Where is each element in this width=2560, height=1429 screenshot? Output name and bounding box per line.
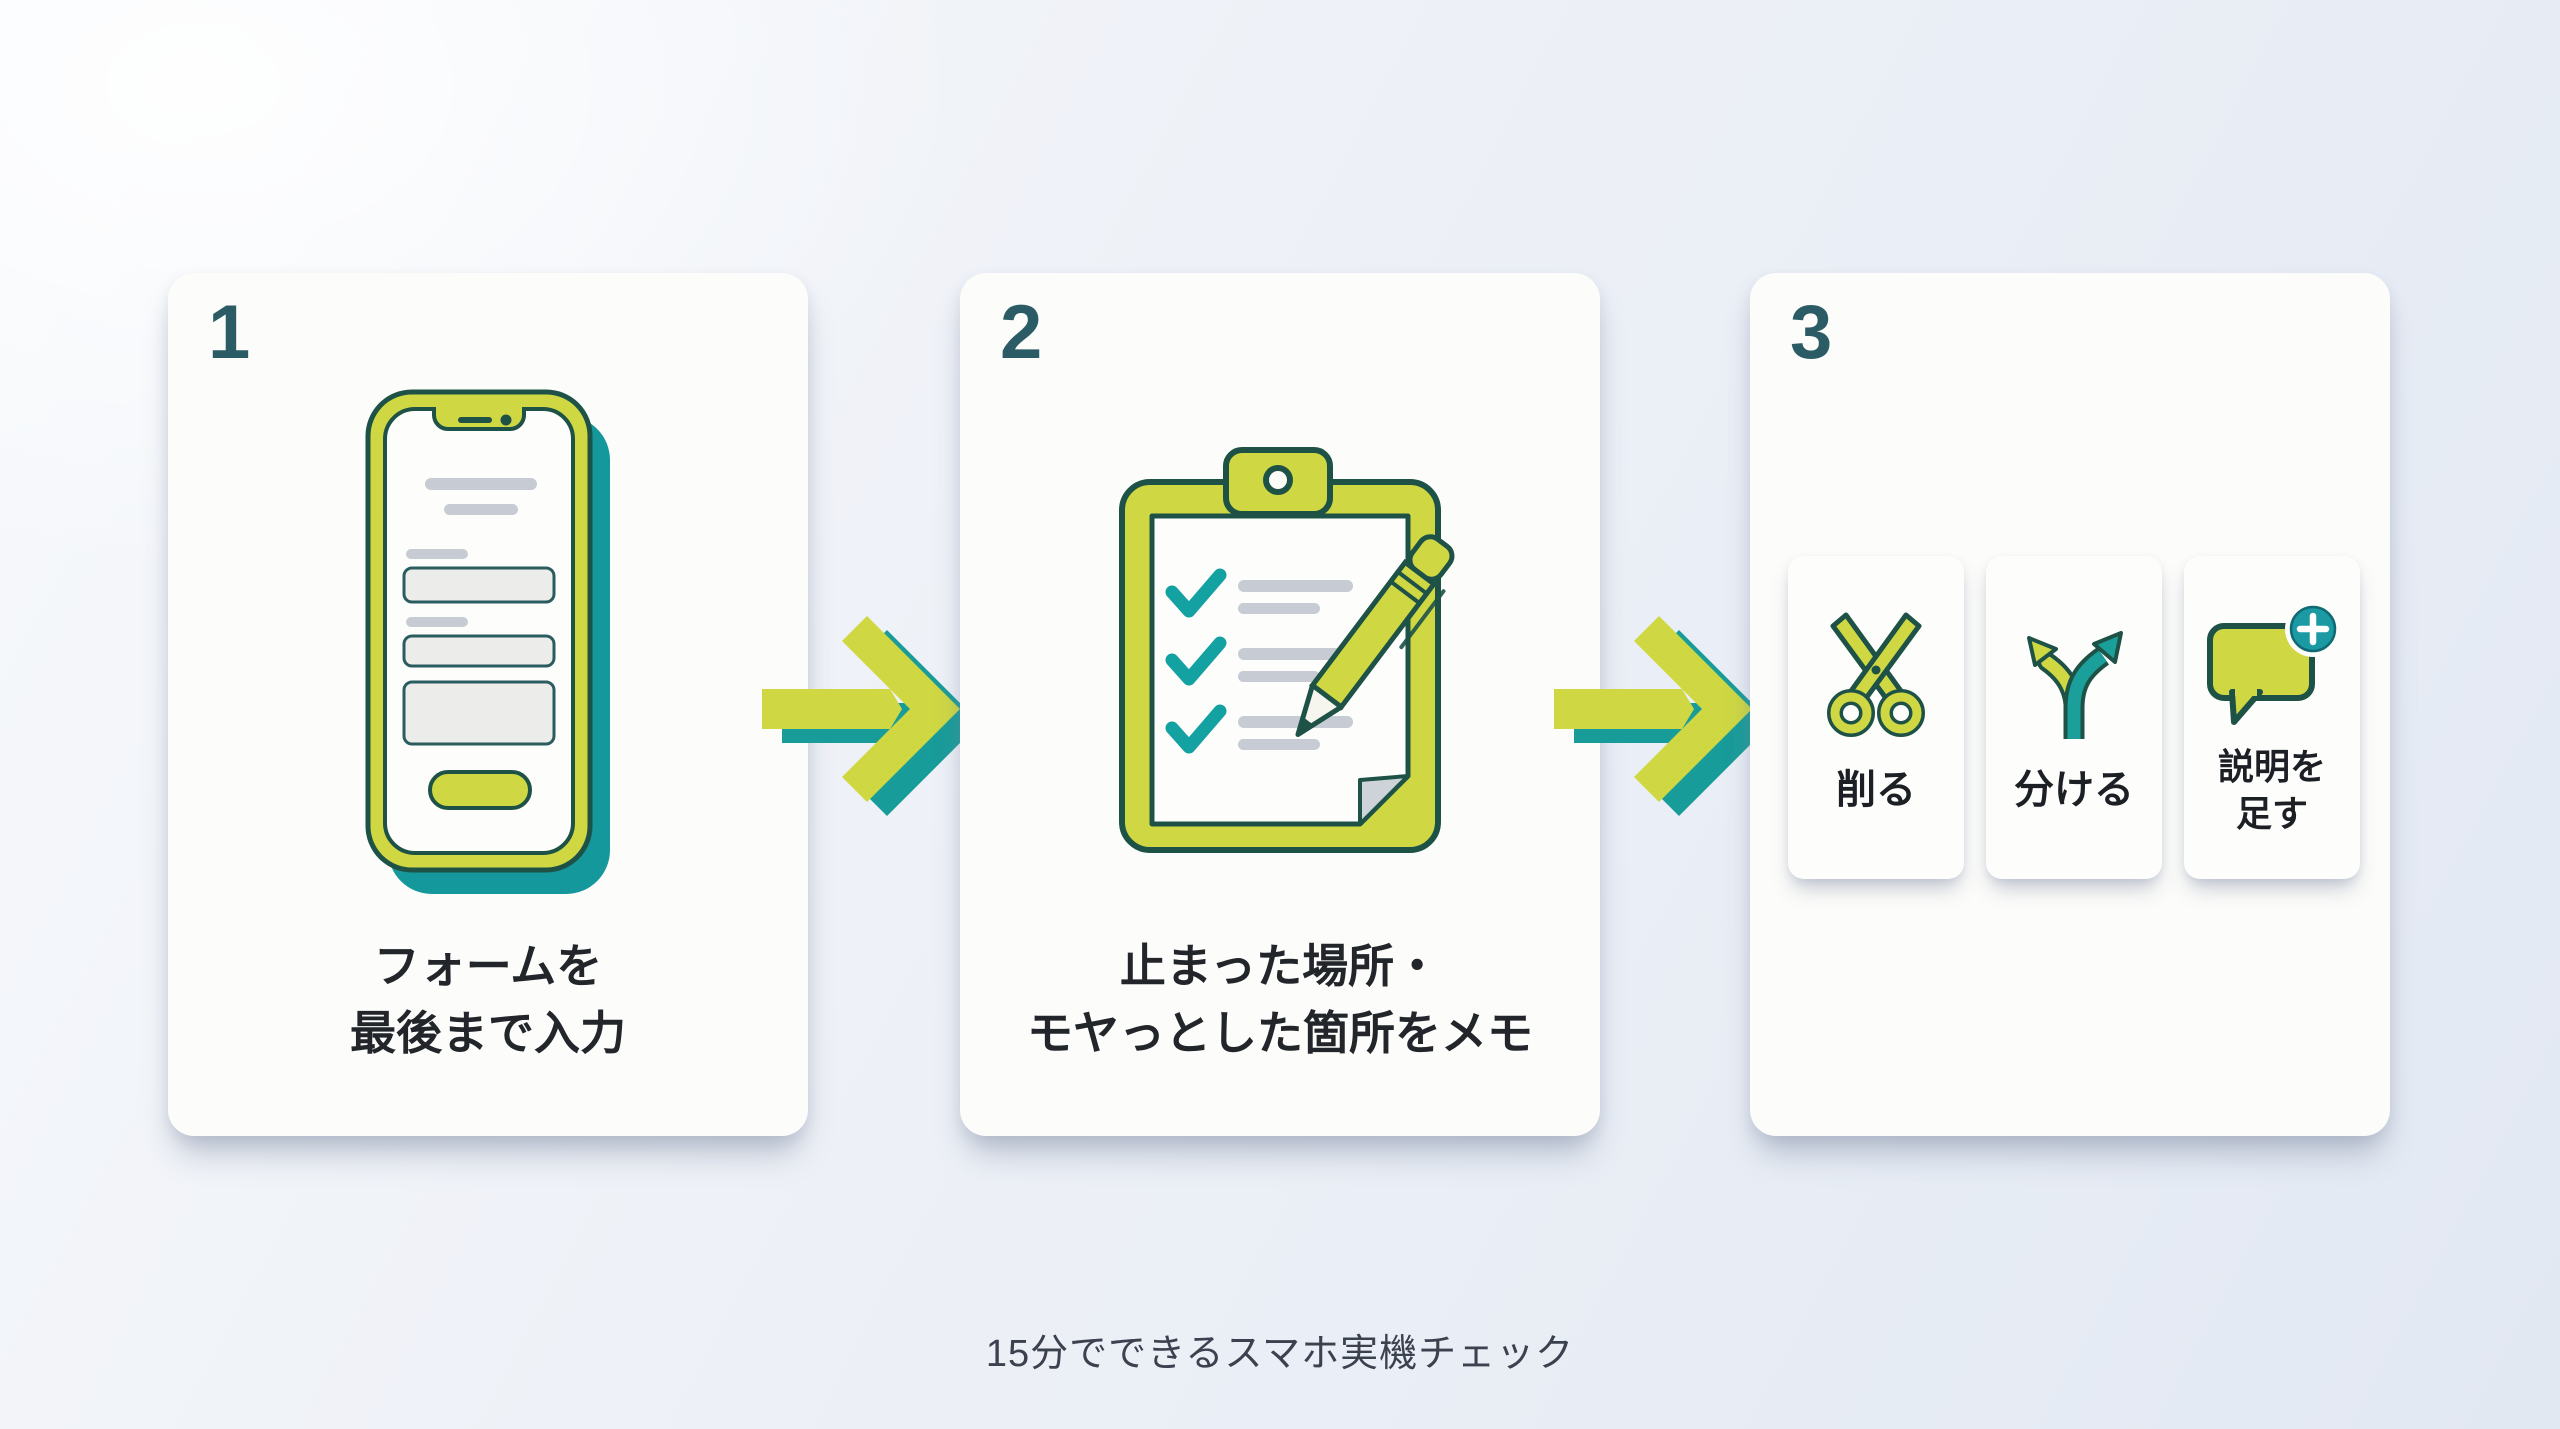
speech-bubble-plus-icon: [2207, 601, 2341, 725]
action-label-add-explanation-line1: 説明を: [2217, 746, 2326, 787]
action-label-add-explanation: 説明を 足す: [2218, 744, 2326, 838]
step-caption-2-line2: モヤっとした箇所をメモ: [1027, 1006, 1533, 1059]
step-card-3: 3 削る: [1750, 273, 2390, 1136]
step-number-1: 1: [208, 290, 251, 375]
step-caption-1: フォームを 最後まで入力: [168, 933, 808, 1066]
split-arrows-icon: [2027, 631, 2123, 739]
action-card-trim: 削る: [1788, 556, 1964, 879]
clipboard-checklist-illustration: [1110, 440, 1510, 885]
arrow-right-icon: [762, 616, 980, 816]
step-card-2: 2: [960, 273, 1600, 1136]
step-caption-1-line2: 最後まで入力: [350, 1006, 626, 1059]
step-card-1: 1 フォームを 最後まで入力: [168, 273, 808, 1136]
action-label-split: 分ける: [2014, 768, 2134, 812]
action-cards-row: 削る 分ける: [1788, 556, 2360, 879]
arrow-right-icon: [1554, 616, 1772, 816]
step-caption-2: 止まった場所・ モヤっとした箇所をメモ: [960, 933, 1600, 1066]
action-card-add-explanation: 説明を 足す: [2184, 556, 2360, 879]
step-caption-1-line1: フォームを: [373, 940, 603, 992]
step-number-3: 3: [1790, 290, 1833, 375]
clipboard-icon: [1119, 447, 1455, 853]
action-label-trim: 削る: [1836, 768, 1916, 812]
smartphone-icon: [365, 389, 610, 894]
scissors-icon: [1827, 612, 1925, 737]
step-number-2: 2: [1000, 290, 1043, 375]
action-card-split: 分ける: [1986, 556, 2162, 879]
footer-caption: 15分でできるスマホ実機チェック: [985, 1333, 1575, 1375]
step-caption-2-line1: 止まった場所・: [1119, 940, 1441, 992]
pencil-icon: [1295, 534, 1455, 737]
action-label-add-explanation-line2: 足す: [2235, 792, 2308, 834]
smartphone-form-illustration: [358, 386, 628, 911]
